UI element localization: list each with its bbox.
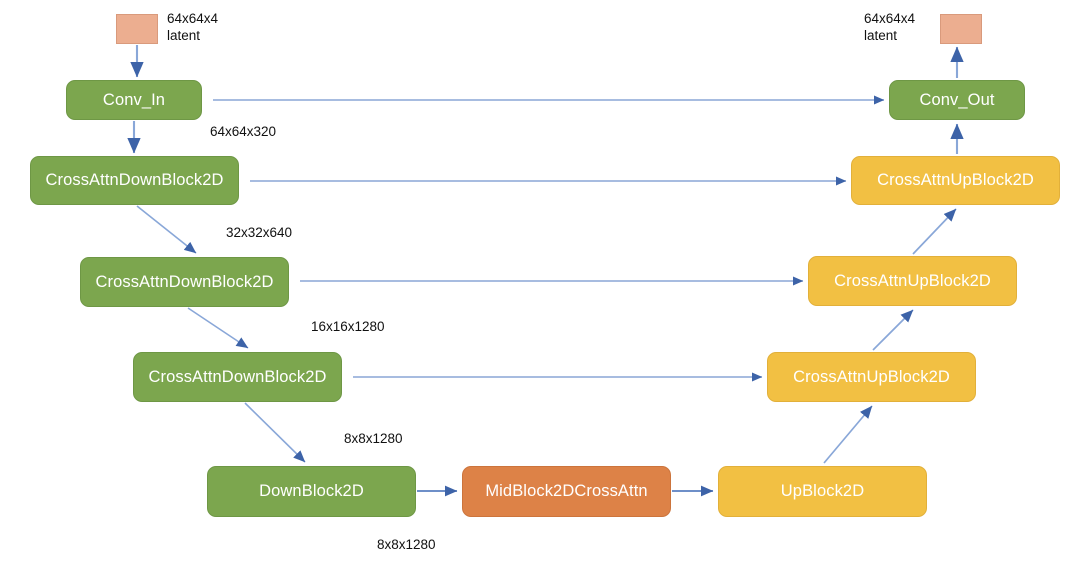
block-up3: CrossAttnUpBlock2D [851, 156, 1060, 205]
block-up0: UpBlock2D [718, 466, 927, 517]
edge-down3-to-down4 [244, 402, 306, 463]
edge-up0-to-up1 [823, 405, 873, 464]
block-down4: DownBlock2D [207, 466, 416, 517]
dimension-label-dim_8x8x1280_bot: 8x8x1280 [377, 537, 436, 552]
edge-down1-to-down2 [136, 205, 197, 254]
block-up1: CrossAttnUpBlock2D [767, 352, 976, 402]
block-up2: CrossAttnUpBlock2D [808, 256, 1017, 306]
dimension-label-dim_16x16x1280: 16x16x1280 [311, 319, 385, 334]
block-mid: MidBlock2DCrossAttn [462, 466, 671, 517]
edge-up1-to-up2 [872, 309, 914, 351]
latent-tensor-latent_in [116, 14, 158, 44]
latent-tensor-latent_out [940, 14, 982, 44]
block-down1: CrossAttnDownBlock2D [30, 156, 239, 205]
skip-connection-edges [213, 95, 885, 382]
block-down3: CrossAttnDownBlock2D [133, 352, 342, 402]
block-conv_out: Conv_Out [889, 80, 1025, 120]
edge-up2-to-up3 [912, 208, 957, 255]
edge-down2-to-down3 [187, 307, 249, 349]
block-down2: CrossAttnDownBlock2D [80, 257, 289, 307]
dimension-label-dim_64x64x320: 64x64x320 [210, 124, 277, 139]
block-conv_in: Conv_In [66, 80, 202, 120]
dimension-label-dim_32x32x640: 32x32x640 [226, 225, 293, 240]
dimension-label-latent_in_label: 64x64x4 latent [167, 11, 219, 43]
dimension-label-latent_out_label: 64x64x4 latent [864, 11, 916, 43]
dimension-label-dim_8x8x1280_mid: 8x8x1280 [344, 431, 403, 446]
